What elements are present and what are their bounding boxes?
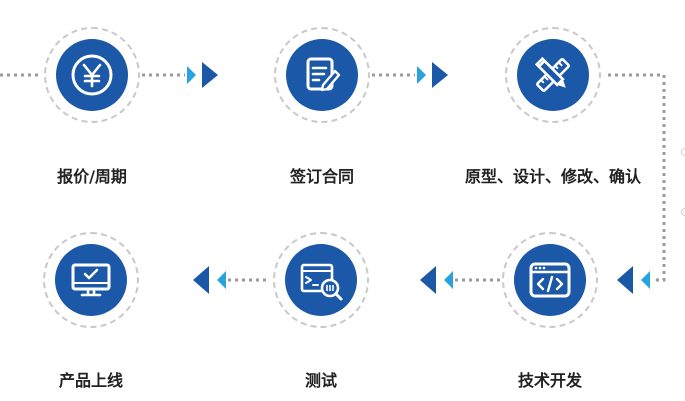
step-label-testing: 测试: [304, 371, 337, 390]
step-ring: [273, 232, 369, 328]
step-label-quote: 报价/周期: [57, 167, 127, 186]
step-launch: [43, 232, 139, 328]
step-disc: [55, 244, 127, 316]
step-label-contract: 签订合同: [289, 167, 354, 186]
step-contract: [274, 27, 370, 123]
step-quote: [44, 27, 140, 123]
step-development: [502, 232, 598, 328]
step-ring: [502, 232, 598, 328]
code-window-icon: [529, 262, 571, 298]
step-disc: [286, 39, 358, 111]
step-ring: [44, 27, 140, 123]
step-ring: [505, 27, 601, 123]
ruler-pencil-icon: [534, 56, 570, 92]
document-edit-icon: [306, 57, 341, 92]
connector-line-3: [608, 73, 666, 282]
step-disc: [514, 244, 586, 316]
step-testing: [273, 232, 369, 328]
arrow-left-5: [193, 266, 226, 294]
step-ring: [43, 232, 139, 328]
step-ring: [274, 27, 370, 123]
yen-icon: [71, 54, 113, 96]
step-label-development: 技术开发: [517, 371, 582, 390]
step-disc: [285, 244, 357, 316]
arrow-left-3: [617, 266, 650, 294]
test-inspect-icon: [300, 263, 343, 301]
arrow-right-2: [417, 62, 448, 88]
arrow-left-4: [420, 266, 453, 294]
step-prototype: [505, 27, 601, 123]
step-label-launch: 产品上线: [58, 371, 123, 390]
arrow-right-1: [187, 62, 218, 88]
step-disc: [517, 39, 589, 111]
edge-dot-decoration: [681, 148, 685, 156]
edge-dot-decoration: [681, 208, 685, 216]
step-label-prototype: 原型、设计、修改、确认: [464, 167, 641, 186]
monitor-check-icon: [71, 263, 111, 297]
step-disc: [56, 39, 128, 111]
